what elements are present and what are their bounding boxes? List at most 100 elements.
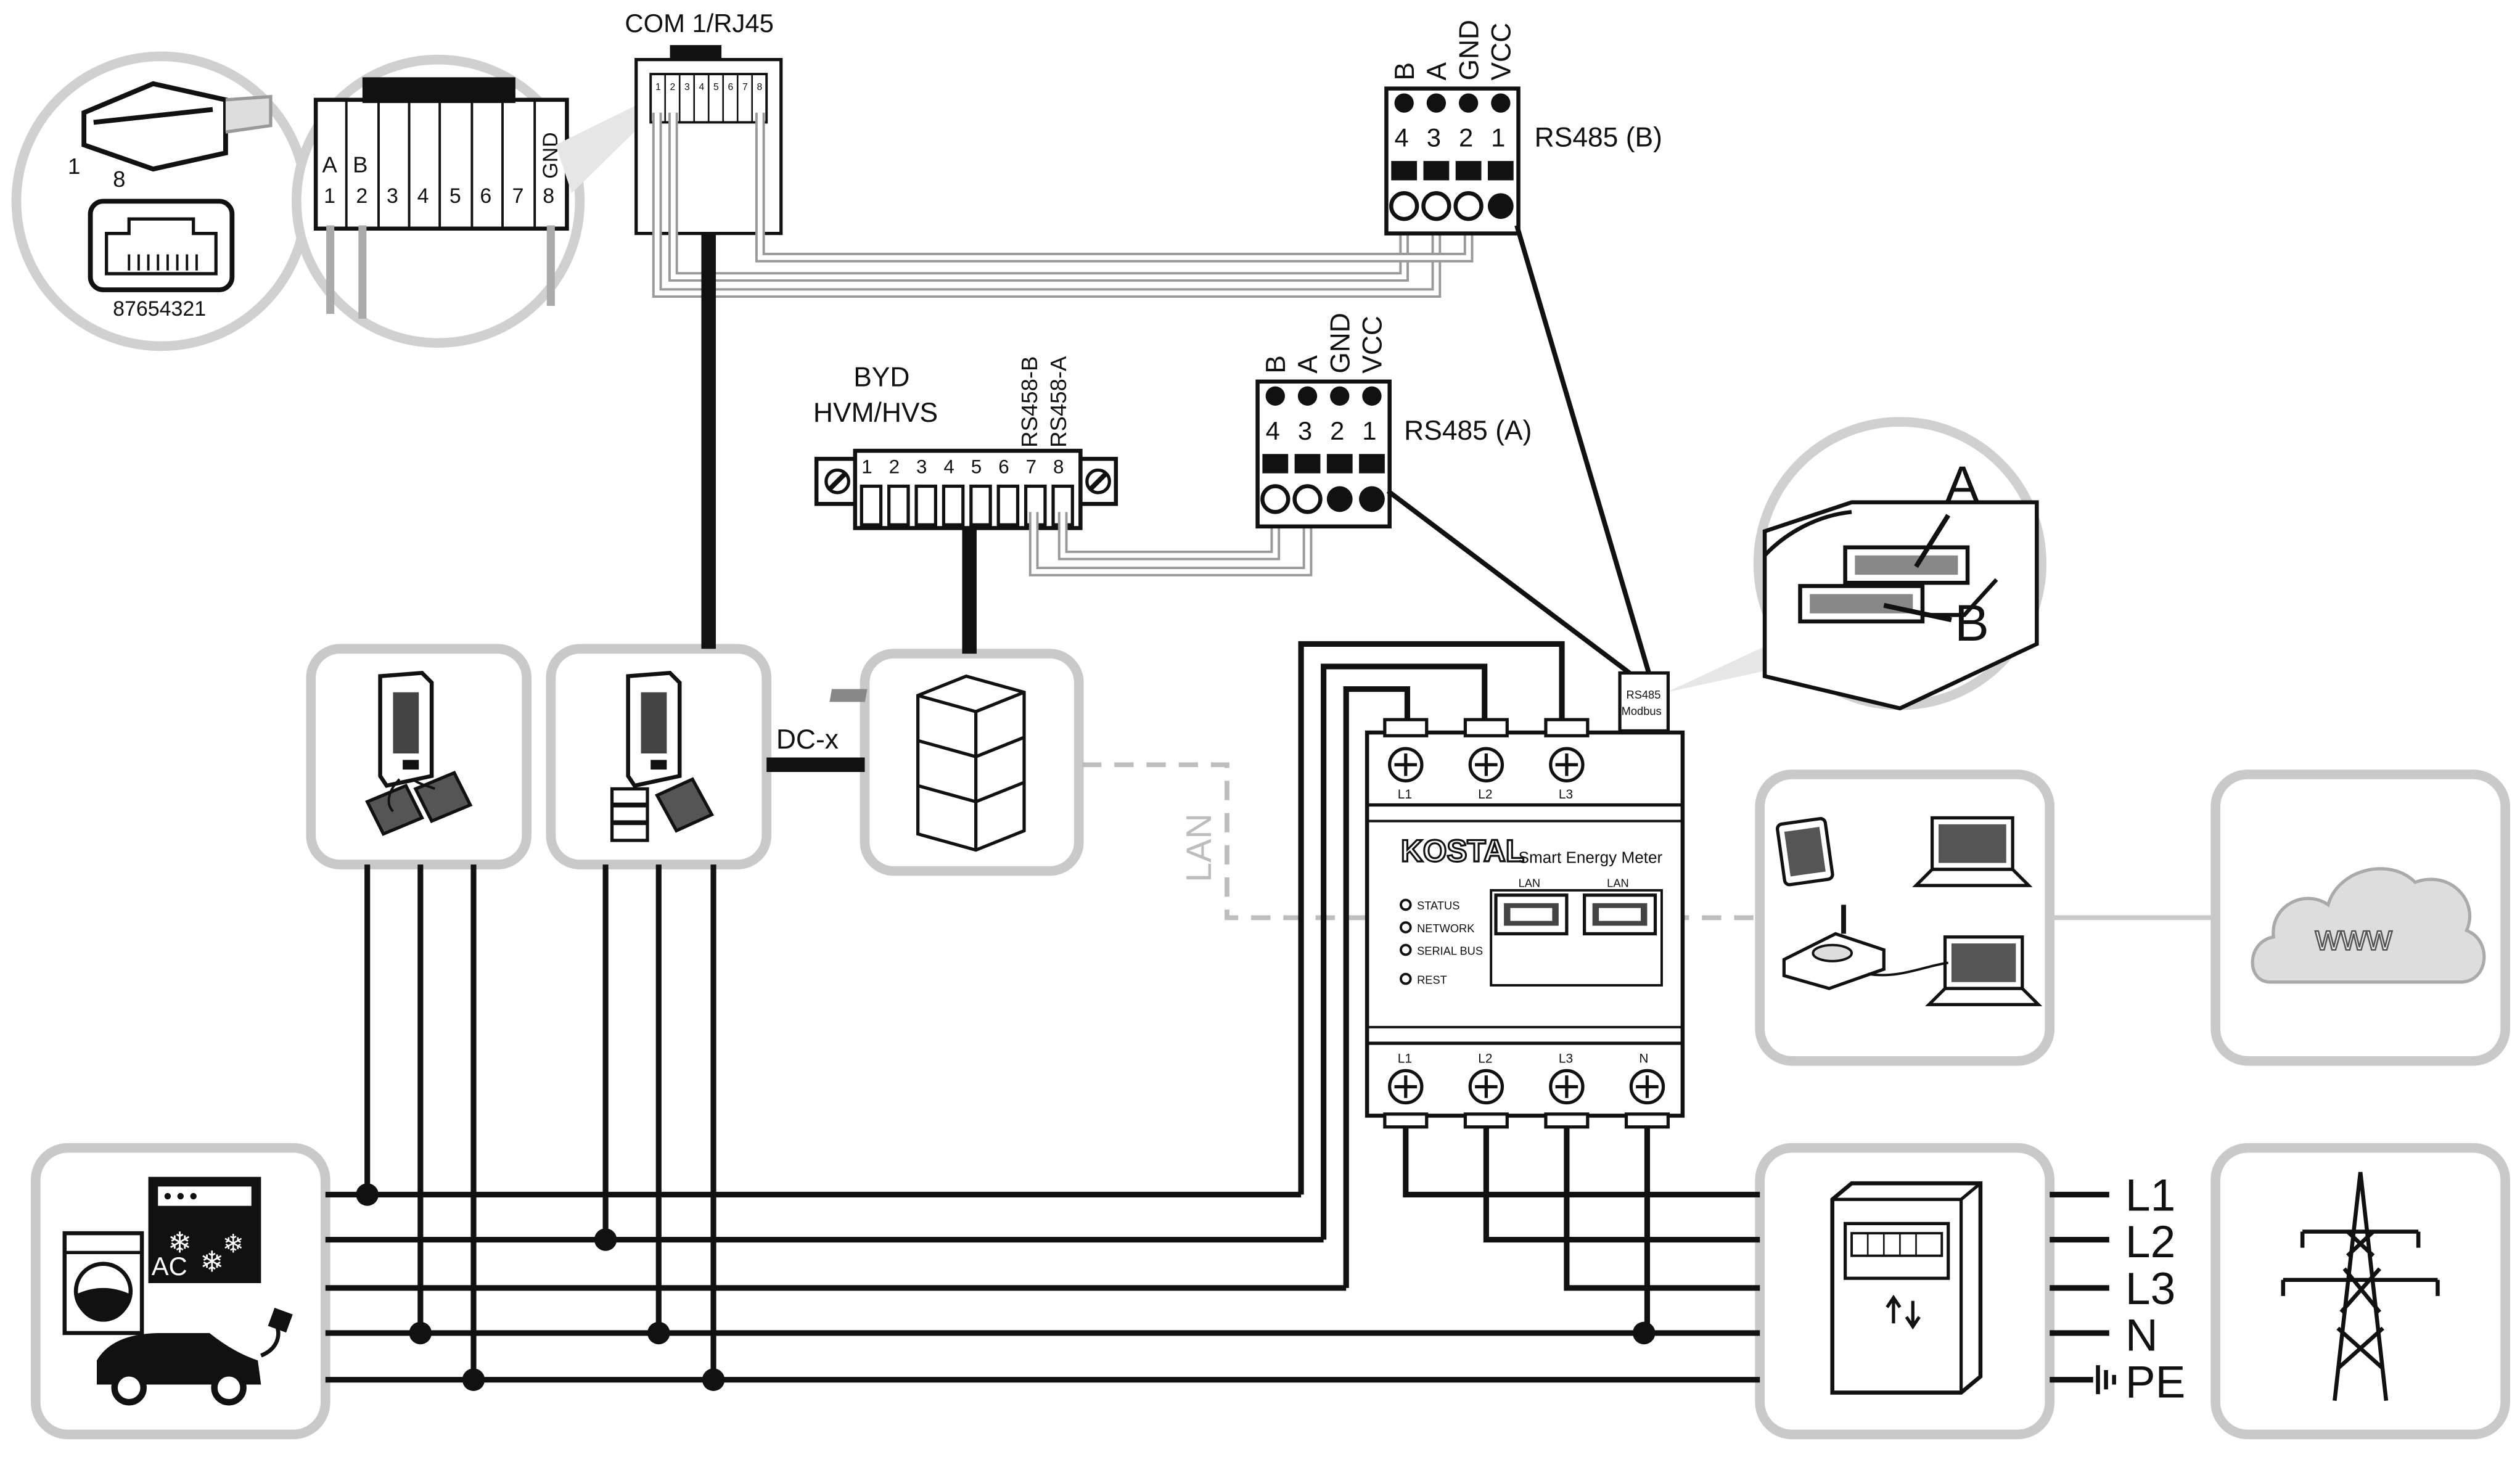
com-pin-1: 1 bbox=[655, 82, 661, 92]
electric-car-icon bbox=[97, 1307, 293, 1406]
byd-pin-8: 8 bbox=[1053, 456, 1064, 478]
rs485b-num-3: 3 bbox=[1427, 123, 1441, 152]
dc-label: DC-x bbox=[776, 724, 839, 755]
rs485a-num-3: 3 bbox=[1298, 416, 1312, 445]
rs485a-num-4: 4 bbox=[1266, 416, 1280, 445]
com-pin-7: 7 bbox=[742, 82, 748, 92]
rs485a-signal-vcc: VCC bbox=[1358, 316, 1388, 374]
led-status: STATUS bbox=[1417, 899, 1459, 912]
modbus-zoom-a: A bbox=[1945, 456, 1980, 514]
consumers-box: AC ❄ ❄ ❄ bbox=[30, 1143, 330, 1440]
lan-port-label-2: LAN bbox=[1607, 877, 1629, 890]
reset-button[interactable]: REST bbox=[1417, 973, 1447, 986]
rs485a-signal-gnd: GND bbox=[1325, 313, 1355, 374]
grid-line-l3: L3 bbox=[2125, 1264, 2175, 1314]
rj45-plug-icon bbox=[81, 81, 228, 172]
led-network: NETWORK bbox=[1417, 922, 1474, 935]
byd-signal-rsb: RS458-B bbox=[1017, 356, 1042, 448]
pin-number-7: 7 bbox=[512, 184, 524, 208]
com-pin-5: 5 bbox=[713, 82, 719, 92]
lan-label: LAN bbox=[1180, 813, 1219, 882]
byd-title-2: HVM/HVS bbox=[813, 398, 938, 428]
grid-line-pe: PE bbox=[2125, 1357, 2186, 1407]
ground-symbol bbox=[2096, 1365, 2116, 1395]
pin-number-6: 6 bbox=[480, 184, 491, 208]
plug-pin-1: 1 bbox=[68, 154, 80, 179]
meter-bottom-l2: L2 bbox=[1478, 1051, 1492, 1065]
lan-port-label-1: LAN bbox=[1519, 877, 1541, 890]
network-box bbox=[1755, 770, 2055, 1066]
rs485b-label: RS485 (B) bbox=[1535, 123, 1662, 153]
smart-energy-meter: RS485 Modbus L1 L2 L3 KOSTAL Smart Energ… bbox=[1365, 671, 1685, 1129]
inverter-box-2 bbox=[546, 644, 772, 869]
com-pin-6: 6 bbox=[728, 82, 734, 92]
bus-lines bbox=[325, 864, 2109, 1383]
rs485a-label: RS485 (A) bbox=[1404, 416, 1532, 446]
meter-bottom-terminals: L1 L2 L3 N bbox=[1388, 1051, 1665, 1105]
inverter-1-icon bbox=[365, 671, 473, 836]
meter-top-wires bbox=[1298, 641, 1565, 1288]
modbus-port-line1: RS485 bbox=[1627, 688, 1661, 701]
rs485-b-terminal: B A GND VCC 4 3 2 1 RS485 (B) bbox=[1384, 20, 1662, 236]
rs485a-signal-b: B bbox=[1261, 355, 1291, 374]
lan-port-2[interactable] bbox=[1583, 893, 1657, 936]
rs485a-signal-a: A bbox=[1293, 355, 1323, 374]
rs485b-num-4: 4 bbox=[1395, 123, 1409, 152]
meter-top-l2: L2 bbox=[1478, 787, 1492, 802]
hybrid-inverter-icon bbox=[610, 671, 715, 842]
byd-pin-6: 6 bbox=[998, 456, 1009, 478]
com-pin-8: 8 bbox=[757, 82, 763, 92]
laptop-icon-2 bbox=[1925, 935, 2043, 1006]
pin-number-5: 5 bbox=[449, 184, 461, 208]
meter-leds: STATUS NETWORK SERIAL BUS REST bbox=[1400, 898, 1483, 986]
byd-signal-rsa: RS458-A bbox=[1046, 356, 1071, 448]
pin-number-4: 4 bbox=[417, 184, 429, 208]
rs485b-to-modbus-wire bbox=[1514, 224, 1651, 674]
modbus-port-line2: Modbus bbox=[1622, 704, 1662, 717]
com-pin-4: 4 bbox=[699, 82, 705, 92]
power-pylon-box bbox=[2210, 1143, 2510, 1440]
rj45-pinout-zoom: A B GND 1 2 3 4 5 6 7 8 bbox=[291, 54, 585, 348]
byd-pin-4: 4 bbox=[943, 456, 954, 478]
modbus-zoom-b: B bbox=[1955, 594, 1989, 652]
inverter-box-1 bbox=[306, 644, 531, 869]
grid-meter-box bbox=[1755, 1143, 2055, 1440]
pin-signal-gnd: GND bbox=[539, 132, 562, 178]
led-serial-bus: SERIAL BUS bbox=[1417, 944, 1483, 957]
pylon-icon bbox=[2281, 1172, 2440, 1401]
pin-signal-a: A bbox=[322, 152, 338, 177]
svg-text:❄: ❄ bbox=[200, 1246, 224, 1278]
byd-title-1: BYD bbox=[853, 363, 909, 393]
meter-top-l3: L3 bbox=[1559, 787, 1573, 802]
byd-pin-5: 5 bbox=[971, 456, 982, 478]
meter-brand: KOSTAL bbox=[1401, 834, 1524, 868]
rs485b-num-2: 2 bbox=[1459, 123, 1473, 152]
router-icon bbox=[1782, 905, 1886, 990]
air-conditioner-icon: AC ❄ ❄ ❄ bbox=[148, 1176, 261, 1284]
svg-text:❄: ❄ bbox=[168, 1226, 192, 1258]
rs485a-to-modbus-wire bbox=[1386, 489, 1631, 675]
laptop-icon-1 bbox=[1912, 816, 2033, 887]
grid-line-l1: L1 bbox=[2125, 1171, 2175, 1221]
tablet-icon bbox=[1776, 817, 1834, 887]
zoom-wedge bbox=[556, 99, 647, 194]
byd-pin-2: 2 bbox=[889, 456, 900, 478]
plug-pin-8: 8 bbox=[113, 166, 125, 192]
rs485a-num-1: 1 bbox=[1362, 416, 1376, 445]
rs485b-signal-vcc: VCC bbox=[1487, 23, 1517, 81]
cloud-box: www bbox=[2210, 770, 2510, 1066]
lan-port-1[interactable] bbox=[1494, 893, 1569, 936]
modbus-port-zoom: A B bbox=[1666, 417, 2046, 711]
pin-signal-b: B bbox=[353, 152, 367, 177]
byd-terminal: BYD HVM/HVS RS458-B RS458-A 1 2 3 4 5 6 … bbox=[813, 356, 1118, 530]
bus-junctions bbox=[356, 1183, 1656, 1391]
pin-number-1: 1 bbox=[324, 184, 335, 208]
cloud-icon bbox=[2251, 867, 2486, 984]
meter-bottom-l3: L3 bbox=[1559, 1051, 1573, 1065]
meter-top-l1: L1 bbox=[1398, 787, 1412, 802]
rs485b-signal-b: B bbox=[1390, 62, 1420, 81]
meter-bottom-l1: L1 bbox=[1398, 1051, 1412, 1065]
pin-number-2: 2 bbox=[356, 184, 367, 208]
